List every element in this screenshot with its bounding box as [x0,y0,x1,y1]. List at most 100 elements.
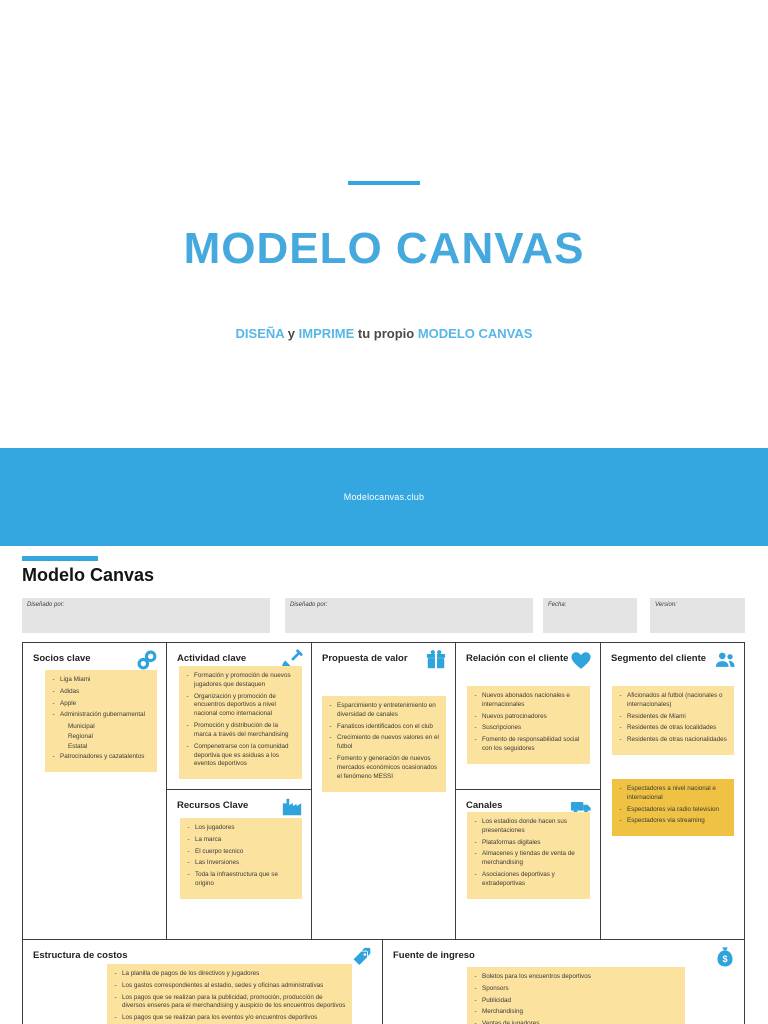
sticky-note: -Boletos para los encuentros deportivos-… [467,967,685,1024]
cell-segmento-del-cliente: Segmento del cliente -Aficionados al fut… [600,642,745,940]
note-item: -Suscripciones [472,724,587,733]
business-model-canvas: Socios clave -Liga Miami-Adidas-Apple-Ad… [22,642,745,1024]
bullet-dash: - [474,818,477,825]
bullet-dash: - [619,805,622,813]
subtitle-segment: DISEÑA [235,326,285,341]
version-field[interactable]: Version: [650,598,745,633]
bullet-dash: - [329,702,332,709]
bullet-dash: - [52,752,55,760]
heart-icon [570,649,592,671]
note-item: -Sponsors [472,985,682,994]
bullet-dash: - [474,973,477,980]
subtitle-segment: IMPRIME [298,326,355,341]
note-item: -Los pagos que se realizan para la publi… [112,994,349,1012]
page-title: MODELO CANVAS [183,224,585,273]
bullet-dash: - [114,993,117,1001]
cell-title: Relación con el cliente [466,653,569,664]
bullet-dash: - [474,984,477,992]
note-item: -Publicidad [472,997,682,1006]
note-item: -Compenetrarse con la comunidad deportiv… [184,743,299,769]
date-field[interactable]: Fecha: [543,598,637,633]
note-item: -La planilla de pagos de los directivos … [112,970,349,979]
note-item: -Los gastos correspondientes al estadio,… [112,982,349,991]
sticky-note: -Los estadios donde hacen sus presentaci… [467,812,590,899]
field-label: Version: [655,602,677,608]
bullet-dash: - [187,871,190,879]
bullet-dash: - [187,835,190,843]
website-link[interactable]: Modelocanvas.club [343,492,425,502]
sticky-note: -Formación y promoción de nuevos jugador… [179,666,302,780]
bullet-dash: - [52,699,55,707]
bullet-dash: - [186,742,189,750]
bullet-dash: - [52,687,55,695]
bullet-dash: - [619,817,622,825]
subtitle-segment: MODELO CANVAS [417,326,533,341]
cell-canales: Canales -Los estadios donde hacen sus pr… [455,789,601,940]
note-item: -Adidas [50,688,154,697]
sticky-note: -Nuevos abonados nacionales e internacio… [467,686,590,764]
decorative-dash [348,181,420,185]
note-item: -Promoción y distribución de la marca a … [184,722,299,740]
cell-title: Recursos Clave [177,800,249,811]
note-item: -Residentes de Miami [617,713,731,722]
cell-title: Propuesta de valor [322,653,408,664]
bullet-dash: - [474,736,477,744]
designed-by-field-2[interactable]: Diseñado por: [285,598,533,633]
bullet-dash: - [114,981,117,989]
note-item: -Apple [50,700,154,709]
brand-banner: Modelocanvas.club [0,448,768,546]
designed-by-field[interactable]: Diseñado por: [22,598,270,633]
field-label: Diseñado por: [27,602,65,608]
sticky-note: -La planilla de pagos de los directivos … [107,964,352,1024]
bullet-dash: - [187,824,190,831]
bullet-dash: - [619,692,622,699]
cell-title: Canales [466,800,503,811]
tags-icon [352,946,374,968]
note-item: -Estatal [68,742,88,750]
bullet-dash: - [474,712,477,720]
bullet-dash: - [329,755,332,763]
bullet-dash: - [114,1014,117,1022]
cell-recursos-clave: Recursos Clave -Los jugadores-La marca-E… [166,789,312,940]
note-item: -Los jugadores [185,824,299,833]
cell-actividad-clave: Actividad clave -Formación y promoción d… [166,642,312,790]
field-label: Fecha: [548,602,567,608]
cell-title: Segmento del cliente [611,653,707,664]
bullet-dash: - [474,838,477,846]
subtitle-segment: y [284,326,299,341]
field-label: Diseñado por: [290,602,328,608]
svg-text:$: $ [722,954,727,964]
bullet-dash: - [186,672,189,679]
note-item: -La marca [185,836,299,845]
cell-relacion-con-el-cliente: Relación con el cliente -Nuevos abonados… [455,642,601,790]
bullet-dash: - [52,711,55,719]
cell-fuente-de-ingreso: Fuente de ingreso $ -Boletos para los en… [382,939,745,1024]
bullet-dash: - [474,996,477,1004]
bullet-dash: - [186,692,189,700]
bullet-dash: - [619,736,622,744]
note-item: -Las Inversiones [185,859,299,868]
note-item: -Merchandising [472,1008,682,1017]
note-item: -Esparcimiento y entretenimiento en dive… [327,702,443,720]
subtitle-segment: tu propio [354,326,418,341]
link-icon [136,649,158,671]
note-item: -Nuevos patrocinadores [472,713,587,722]
money-bag-icon: $ [714,946,736,968]
note-item: -Los pagos que se realizan para los even… [112,1014,349,1023]
bullet-dash: - [474,724,477,732]
note-item: -Ventas de jugadores [472,1020,682,1024]
note-item: -Espectadores a nivel nacional e interna… [617,785,731,803]
sticky-note: -Esparcimiento y entretenimiento en dive… [322,696,446,792]
note-item: -Regional [68,733,93,741]
section-dash [22,556,98,561]
bullet-dash: - [52,676,55,683]
note-item: -Aficionados al futbol (nacionales o int… [617,692,731,710]
page-subtitle: DISEÑA y IMPRIME tu propio MODELO CANVAS [0,326,768,341]
bullet-dash: - [187,859,190,867]
cell-estructura-de-costos: Estructura de costos -La planilla de pag… [22,939,383,1024]
cell-title: Fuente de ingreso [393,950,475,961]
cell-title: Actividad clave [177,653,247,664]
cell-propuesta-de-valor: Propuesta de valor -Esparcimiento y entr… [311,642,456,940]
note-item: -Plataformas digitales [472,839,587,848]
note-item: -Nuevos abonados nacionales e internacio… [472,692,587,710]
